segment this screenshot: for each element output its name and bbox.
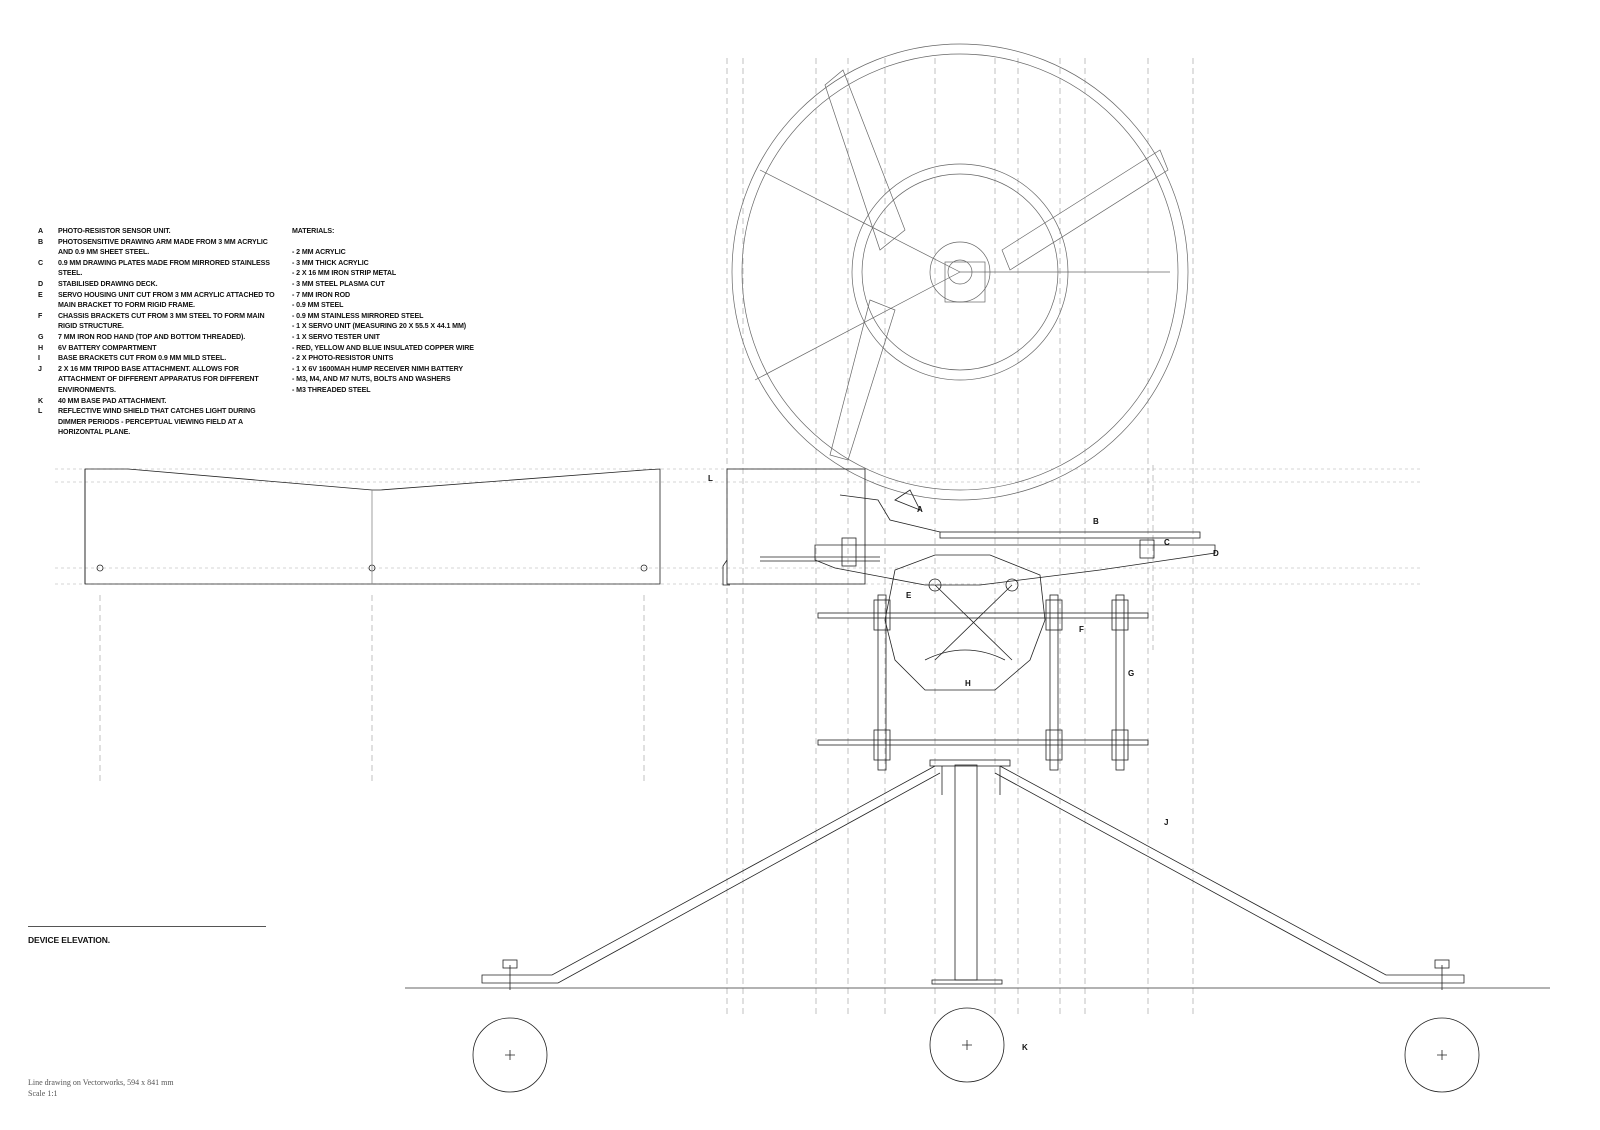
legend-letter: I — [38, 354, 40, 363]
legend-letter: B — [38, 237, 44, 246]
legend-text: 7 MM IRON ROD HAND (TOP AND BOTTOM THREA… — [58, 332, 246, 341]
label-a: A — [917, 505, 923, 514]
material-item: - 1 X SERVO UNIT (MEASURING 20 X 55.5 X … — [292, 322, 467, 331]
material-item: - 0.9 MM STEEL — [292, 301, 344, 310]
legend-item: D STABILISED DRAWING DECK. — [38, 279, 278, 290]
legend-letter: G — [38, 332, 44, 341]
footnote-scale: Scale 1:1 — [28, 1089, 58, 1098]
legend-text: SERVO HOUSING UNIT CUT FROM 3 MM ACRYLIC… — [58, 290, 275, 310]
servo-housing — [884, 554, 1046, 691]
legend-letter: D — [38, 279, 44, 288]
label-f: F — [1079, 625, 1084, 634]
legend-item: H 6V BATTERY COMPARTMENT — [38, 343, 278, 354]
legend-text: CHASSIS BRACKETS CUT FROM 3 MM STEEL TO … — [58, 311, 265, 331]
drawing-deck — [760, 537, 1216, 586]
legend-letter: H — [38, 343, 44, 352]
materials-list: MATERIALS: - 2 MM ACRYLIC- 3 MM THICK AC… — [292, 226, 492, 396]
drawing-footnote: Line drawing on Vectorworks, 594 x 841 m… — [28, 1077, 174, 1099]
legend-text: 40 MM BASE PAD ATTACHMENT. — [58, 396, 167, 405]
label-b: B — [1093, 517, 1099, 526]
material-item: - 7 MM IRON ROD — [292, 290, 351, 299]
material-item: - M3, M4, AND M7 NUTS, BOLTS AND WASHERS — [292, 375, 451, 384]
material-item: - RED, YELLOW AND BLUE INSULATED COPPER … — [292, 343, 474, 352]
material-item: - 0.9 MM STAINLESS MIRRORED STEEL — [292, 311, 424, 320]
legend-text: 0.9 MM DRAWING PLATES MADE FROM MIRRORED… — [58, 258, 270, 278]
legend-letter: C — [38, 258, 44, 267]
legend-text: PHOTO-RESISTOR SENSOR UNIT. — [58, 227, 171, 235]
materials-items: - 2 MM ACRYLIC- 3 MM THICK ACRYLIC - 2 X … — [292, 247, 492, 395]
label-h: H — [965, 679, 971, 688]
legend-item: F CHASSIS BRACKETS CUT FROM 3 MM STEEL TO… — [38, 311, 278, 332]
drawing-title: DEVICE ELEVATION. — [28, 935, 111, 945]
material-item: - 3 MM STEEL PLASMA CUT — [292, 279, 385, 288]
legend-letter: A — [38, 227, 44, 235]
wind-shield-panel — [84, 468, 661, 585]
legend-letter: K — [38, 396, 44, 405]
legend-text: BASE BRACKETS CUT FROM 0.9 MM MILD STEEL… — [58, 354, 227, 363]
material-item: - 2 MM ACRYLIC — [292, 248, 346, 257]
legend-letter: E — [38, 290, 43, 299]
materials-heading: MATERIALS: — [292, 227, 335, 235]
base-pads — [472, 1007, 1480, 1093]
legend-item: A PHOTO-RESISTOR SENSOR UNIT. — [38, 226, 278, 237]
legend-letter: F — [38, 311, 43, 320]
legend-letter: L — [38, 407, 43, 416]
parts-legend: A PHOTO-RESISTOR SENSOR UNIT. B PHOTOSENSIT… — [38, 226, 278, 438]
legend-item: B PHOTOSENSITIVE DRAWING ARM MADE FROM 3 … — [38, 237, 278, 258]
label-e: E — [906, 591, 912, 600]
legend-item: L REFLECTIVE WIND SHIELD THAT CATCHES LIG… — [38, 406, 278, 438]
legend-letter: J — [38, 364, 42, 373]
material-item: - 2 X PHOTO-RESISTOR UNITS — [292, 354, 394, 363]
legend-item: C 0.9 MM DRAWING PLATES MADE FROM MIRRORE… — [38, 258, 278, 279]
material-item: - M3 THREADED STEEL — [292, 385, 371, 394]
central-column — [931, 764, 1003, 985]
legend-item: G 7 MM IRON ROD HAND (TOP AND BOTTOM THRE… — [38, 332, 278, 343]
legend-item: J 2 X 16 MM TRIPOD BASE ATTACHMENT. ALLOW… — [38, 364, 278, 396]
label-k: K — [1022, 1043, 1028, 1052]
legend-text: 6V BATTERY COMPARTMENT — [58, 343, 157, 352]
legend-item: I BASE BRACKETS CUT FROM 0.9 MM MILD STEE… — [38, 353, 278, 364]
legend-text: 2 X 16 MM TRIPOD BASE ATTACHMENT. ALLOWS… — [58, 364, 259, 394]
caption-divider — [28, 926, 266, 927]
legend-text: REFLECTIVE WIND SHIELD THAT CATCHES LIGH… — [58, 407, 256, 437]
label-g: G — [1128, 669, 1134, 678]
legend-text: PHOTOSENSITIVE DRAWING ARM MADE FROM 3 M… — [58, 237, 268, 257]
wind-shield-box — [722, 468, 866, 586]
horizontal-guides — [55, 468, 1420, 585]
drawing-arm — [839, 489, 1201, 539]
material-item: - 1 X 6V 1600MAH HUMP RECEIVER NIMH BATT… — [292, 364, 463, 373]
legend-item: E SERVO HOUSING UNIT CUT FROM 3 MM ACRYLI… — [38, 290, 278, 311]
legend-text: STABILISED DRAWING DECK. — [58, 279, 158, 288]
material-item: - 2 X 16 MM IRON STRIP METAL — [292, 269, 397, 278]
drawing-plate-circle — [731, 43, 1189, 501]
legend-item: K 40 MM BASE PAD ATTACHMENT. — [38, 396, 278, 407]
label-j: J — [1164, 818, 1168, 827]
label-c: C — [1164, 538, 1170, 547]
chassis-brackets — [817, 594, 1149, 771]
label-l: L — [708, 474, 713, 483]
material-item: - 3 MM THICK ACRYLIC — [292, 258, 369, 267]
material-item: - 1 X SERVO TESTER UNIT — [292, 332, 380, 341]
footnote-medium: Line drawing on Vectorworks, 594 x 841 m… — [28, 1078, 174, 1087]
tripod-legs — [481, 765, 1465, 990]
label-d: D — [1213, 549, 1219, 558]
